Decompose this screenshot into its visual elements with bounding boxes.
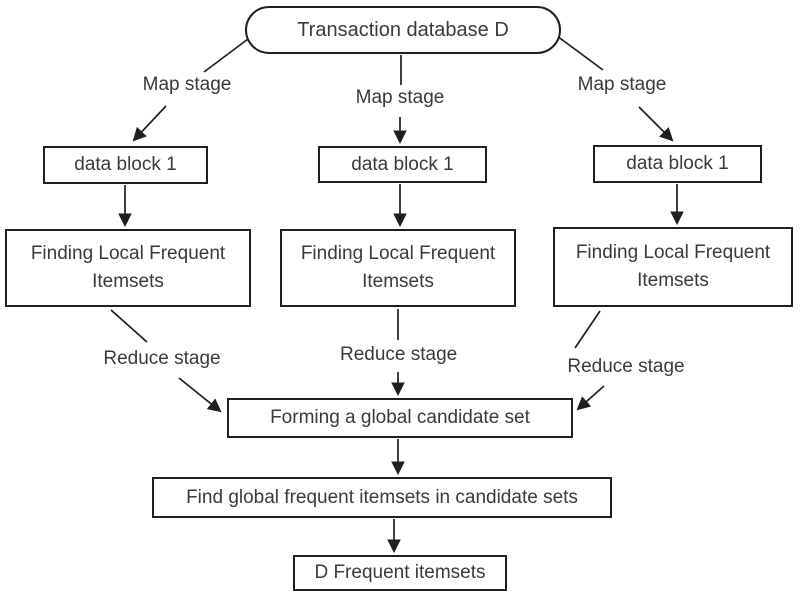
edge-label-reduce-stage-middle: Reduce stage [340,344,458,365]
node-data-block-right-label: data block 1 [626,153,729,175]
connector-root-to-map-right [552,32,604,71]
connector-root-to-map-left [203,35,253,73]
node-transaction-database: Transaction database D [245,6,561,54]
edge-label-map-stage-middle: Map stage [355,87,445,108]
node-data-block-left-label: data block 1 [74,154,177,176]
node-d-frequent-itemsets: D Frequent itemsets [293,555,507,591]
node-local-frequent-left: Finding Local Frequent Itemsets [5,229,251,307]
node-global-candidate-set-label: Forming a global candidate set [270,407,530,429]
node-find-global-frequent: Find global frequent itemsets in candida… [152,477,612,518]
connector-reduce-to-candidate-right [576,385,605,411]
node-global-candidate-set: Forming a global candidate set [227,398,573,438]
edge-label-reduce-stage-right: Reduce stage [567,356,685,377]
edge-label-reduce-stage-left: Reduce stage [103,348,221,369]
node-transaction-database-label: Transaction database D [297,18,509,41]
node-local-frequent-middle-label: Finding Local Frequent Itemsets [300,243,496,292]
edge-label-map-stage-right: Map stage [577,74,667,95]
connector-map-to-block-right [638,106,674,142]
node-d-frequent-itemsets-label: D Frequent itemsets [314,562,486,584]
node-local-frequent-right-label: Finding Local Frequent Itemsets [575,242,771,291]
node-local-frequent-right: Finding Local Frequent Itemsets [553,227,793,307]
node-data-block-middle-label: data block 1 [351,153,454,175]
edge-label-map-stage-left: Map stage [142,74,232,95]
node-data-block-middle: data block 1 [318,146,487,183]
node-data-block-left: data block 1 [43,146,208,184]
connector-reduce-to-candidate-left [178,377,222,413]
node-data-block-right: data block 1 [593,145,762,183]
connector-map-to-block-left [132,105,167,142]
connector-find-to-reduce-right [574,310,601,349]
node-local-frequent-left-label: Finding Local Frequent Itemsets [30,243,226,292]
node-find-global-frequent-label: Find global frequent itemsets in candida… [186,486,578,508]
connector-find-to-reduce-left [110,309,148,343]
node-local-frequent-middle: Finding Local Frequent Itemsets [280,229,516,307]
